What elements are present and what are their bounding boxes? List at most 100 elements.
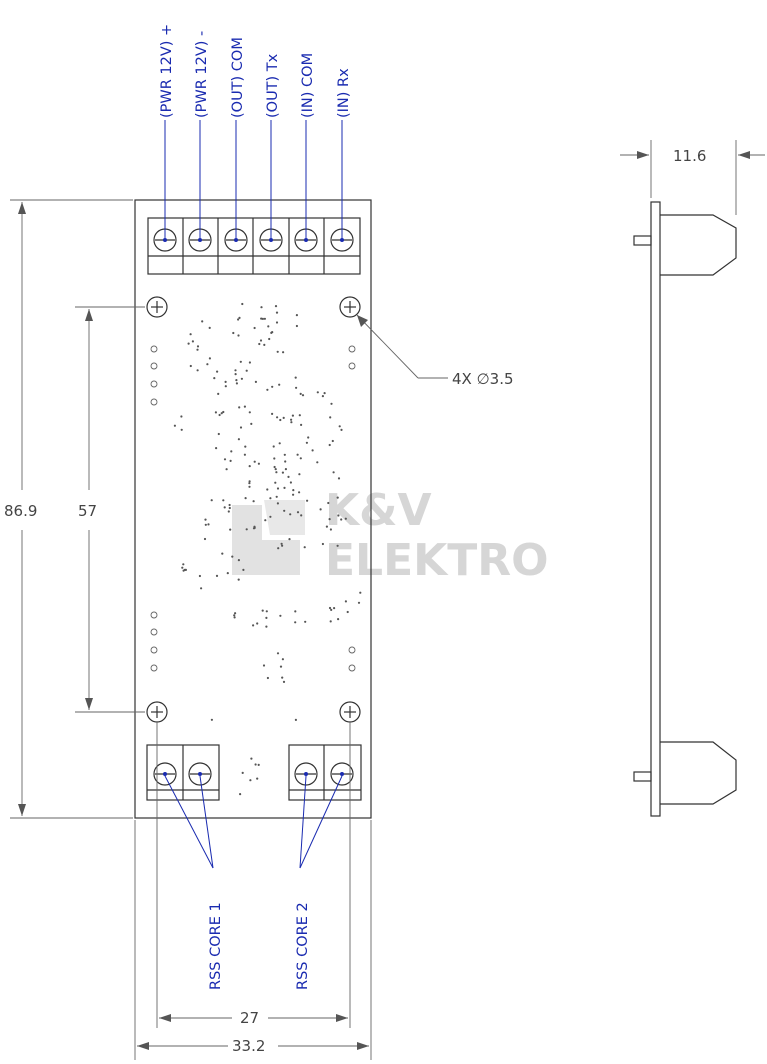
pcb-via	[222, 410, 225, 414]
pcb-via	[282, 680, 286, 684]
pcb-via	[328, 518, 331, 521]
watermark-logo-shape	[264, 500, 305, 535]
pcb-via	[261, 609, 264, 612]
pcb-via	[296, 453, 299, 456]
pcb-via	[196, 345, 200, 348]
pcb-via	[273, 465, 276, 469]
pcb-via	[287, 475, 290, 478]
mounting-hole	[146, 701, 168, 723]
terminal-label-in-rx: (IN) Rx	[336, 68, 352, 118]
pcb-via	[264, 519, 267, 522]
pcb-via	[245, 528, 248, 531]
pcb-via	[248, 480, 251, 483]
pcb-via	[298, 414, 301, 417]
pcb-via	[180, 415, 183, 418]
pcb-via	[329, 620, 332, 623]
pcb-via	[244, 445, 247, 448]
board-outline	[134, 199, 372, 819]
pcb-via	[299, 392, 302, 395]
pcb-via	[276, 652, 280, 655]
pcb-via	[359, 591, 362, 594]
pcb-via	[283, 486, 286, 489]
pcb-via	[218, 413, 221, 417]
pcb-via	[229, 528, 232, 531]
terminal-screw	[294, 762, 318, 786]
pcb-via	[253, 460, 256, 463]
pcb-via	[173, 424, 176, 427]
pcb-via	[238, 406, 241, 409]
pcb-via	[213, 377, 216, 380]
pcb-via	[330, 402, 333, 405]
pcb-via	[235, 379, 238, 382]
pcb-via	[298, 491, 301, 494]
terminal-label-in-com: (IN) COM	[300, 53, 316, 118]
pcb-via	[274, 305, 278, 308]
pcb-via	[220, 412, 223, 415]
pcb-via	[330, 608, 333, 612]
pcb-via	[321, 542, 324, 546]
pcb-via	[288, 538, 291, 541]
pcb-via	[182, 563, 185, 566]
pcb-via	[265, 610, 268, 613]
dimension-label-overall-width: 33.2	[232, 1037, 265, 1055]
pcb-via	[269, 515, 272, 518]
hole-callout-label: 4X ∅3.5	[452, 370, 514, 388]
dimension-overall-height	[10, 199, 133, 819]
pcb-via	[279, 418, 282, 422]
pcb-via	[261, 317, 264, 320]
pcb-via	[262, 664, 266, 667]
pcb-via	[277, 547, 280, 550]
pcb-via	[279, 614, 282, 617]
pcb-via	[263, 343, 266, 346]
pcb-via	[249, 779, 252, 782]
pcb-via	[234, 373, 237, 376]
pcb-via	[243, 453, 246, 456]
mounting-hole	[339, 701, 361, 723]
pcb-via	[245, 369, 248, 372]
pcb-via	[210, 499, 213, 502]
watermark-line2: ELEKTRO	[325, 535, 549, 586]
pcb-via	[281, 658, 284, 661]
pcb-via	[278, 442, 281, 445]
pcb-via	[237, 318, 240, 321]
pcb-via	[210, 718, 213, 721]
pcb-via	[303, 546, 306, 549]
pcb-via	[340, 428, 343, 431]
pcb-via	[230, 450, 233, 453]
pcb-via	[234, 612, 237, 615]
pcb-via	[229, 459, 232, 462]
pcb-via	[283, 509, 286, 512]
pcb-via	[327, 501, 330, 505]
pcb-via	[200, 587, 203, 590]
pcb-via	[203, 537, 207, 541]
pcb-via	[294, 376, 297, 379]
pcb-via	[292, 493, 295, 496]
pcb-via	[263, 317, 266, 320]
dimension-overall-width	[134, 820, 372, 1060]
pcb-via	[333, 607, 336, 610]
pcb-via	[244, 497, 247, 500]
pcb-via	[256, 622, 259, 625]
pcb-via	[279, 665, 283, 668]
pcb-via	[187, 342, 190, 345]
pcb-via	[290, 418, 293, 421]
terminal-label-pwr-plus: (PWR 12V) +	[159, 24, 175, 118]
pcb-via	[224, 380, 227, 383]
pcb-via	[296, 511, 300, 514]
pcb-via	[266, 676, 269, 680]
pcb-via	[253, 525, 256, 528]
pcb-via	[189, 333, 192, 336]
pcb-via	[321, 395, 324, 398]
terminal-screw	[330, 762, 354, 786]
dimension-label-side-depth: 11.6	[673, 147, 706, 165]
side-view	[633, 201, 737, 817]
pcb-via	[256, 777, 259, 780]
board-pads	[150, 345, 356, 672]
pcb-via	[337, 514, 340, 517]
pcb-via	[305, 441, 308, 444]
pcb-via	[319, 508, 322, 511]
pcb-via	[250, 422, 253, 425]
pcb-via	[294, 718, 297, 722]
pcb-via	[282, 351, 285, 354]
pcb-via	[232, 331, 235, 335]
